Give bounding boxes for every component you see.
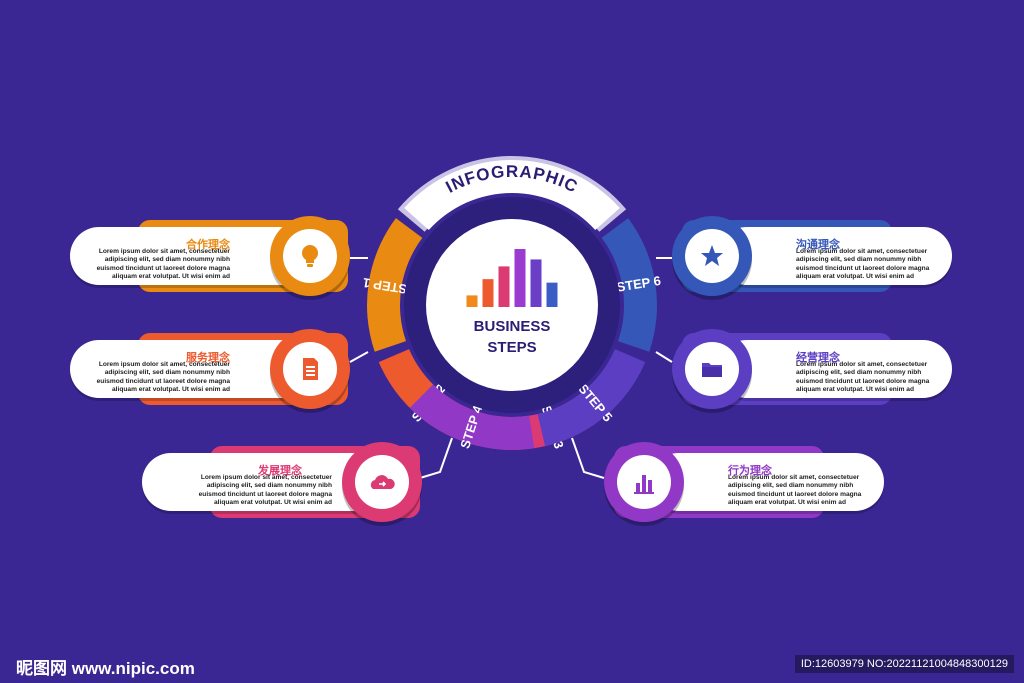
card-title: 合作理念 (186, 239, 230, 251)
card-e-communication: E 沟通理念 Lorem ipsum dolor sit amet, conse… (670, 208, 970, 304)
center-bar (546, 282, 558, 307)
bar-chart-icon (634, 475, 654, 494)
center-bar (466, 295, 478, 307)
card-pill (718, 340, 952, 398)
card-icon-holder (283, 342, 337, 396)
card-e-operation: E 经营理念 Lorem ipsum dolor sit amet, conse… (670, 321, 970, 417)
step-segment (367, 218, 423, 352)
center-title-line1: BUSINESS (474, 318, 551, 335)
center-bar (498, 266, 510, 307)
header-arc (404, 160, 620, 231)
card-icon-holder (355, 455, 409, 509)
card-a: A 合作理念 Lorem ipsum dolor sit amet, conse… (70, 208, 370, 304)
card-title: 发展理念 (258, 465, 302, 477)
star-icon (701, 245, 723, 266)
card-icon-holder (685, 229, 739, 283)
document-icon (303, 358, 318, 380)
card-icon-holder (685, 342, 739, 396)
card-letter: E (757, 359, 767, 374)
card-body: Lorem ipsum dolor sit amet, consectetuer… (96, 248, 230, 281)
card-icon-holder (617, 455, 671, 509)
image-id: ID:12603979 NO:20221121004848300129 (794, 655, 1014, 673)
card-letter: D (689, 472, 699, 487)
watermark: 昵图网 www.nipic.com (16, 659, 195, 678)
card-letter: A (257, 246, 267, 261)
card-letter: B (257, 359, 267, 374)
step-segment (409, 384, 535, 450)
step-segment (601, 218, 657, 352)
card-icon-holder (283, 229, 337, 283)
card-pill (718, 227, 952, 285)
cloud-upload-icon (370, 475, 395, 489)
card-letter: E (757, 246, 767, 261)
center-bar (514, 249, 526, 307)
connector-line (349, 351, 369, 363)
card-title: 服务理念 (186, 352, 230, 364)
card-pill (650, 453, 884, 511)
card-body: Lorem ipsum dolor sit amet, consectetuer… (796, 248, 930, 281)
card-c: C 发展理念 Lorem ipsum dolor sit amet, conse… (142, 434, 442, 530)
folder-icon (702, 363, 722, 377)
card-body: Lorem ipsum dolor sit amet, consectetuer… (96, 361, 230, 394)
center-disk (426, 219, 598, 391)
card-title: 沟通理念 (796, 239, 840, 251)
connector-line (655, 351, 673, 363)
connector-line (571, 437, 605, 479)
card-body: Lorem ipsum dolor sit amet, consectetuer… (796, 361, 930, 394)
step-label: STEP 1 (362, 275, 408, 297)
card-title: 行为理念 (728, 465, 772, 477)
card-d: D 行为理念 Lorem ipsum dolor sit amet, conse… (602, 434, 902, 530)
card-body: Lorem ipsum dolor sit amet, consectetuer… (198, 474, 332, 507)
card-letter: C (329, 472, 339, 487)
step-label: STEP 6 (616, 273, 662, 295)
center-bar (482, 279, 494, 307)
step-segment (537, 349, 646, 447)
center-bar (530, 259, 542, 307)
center-title-line2: STEPS (487, 339, 536, 356)
connector-line (419, 437, 453, 479)
lightbulb-icon (302, 245, 318, 267)
card-b: B 服务理念 Lorem ipsum dolor sit amet, conse… (70, 321, 370, 417)
card-body: Lorem ipsum dolor sit amet, consectetuer… (728, 474, 862, 507)
card-title: 经营理念 (796, 352, 840, 364)
